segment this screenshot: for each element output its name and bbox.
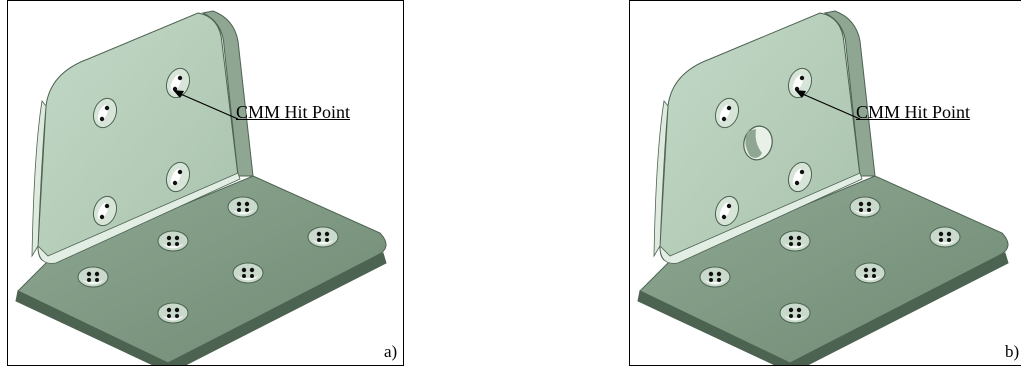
hit-point-dot (316, 231, 322, 237)
hit-point-dot (866, 201, 872, 207)
hit-point-dot (797, 314, 801, 318)
hit-point-dot (167, 314, 171, 318)
hit-point-dot (794, 180, 800, 186)
hit-point-dot (789, 314, 793, 318)
hit-point-dot (325, 238, 329, 242)
figure-panel-a: CMM Hit Point a) (7, 0, 404, 366)
hit-point-dot (174, 235, 180, 241)
hit-point-dot (166, 307, 172, 313)
panel-label: a) (384, 342, 398, 361)
hit-point-dot (250, 274, 254, 278)
hit-point-dot (789, 242, 793, 246)
hit-point-dot (245, 208, 249, 212)
hole-bore (784, 316, 806, 321)
hole-bore (162, 316, 184, 321)
hit-point-dot (167, 242, 171, 246)
hit-point-dot (174, 307, 180, 313)
hit-point-dot (947, 238, 951, 242)
hit-point-dot (249, 267, 255, 273)
bracket-illustration (637, 10, 1009, 365)
hit-point-dot (175, 242, 179, 246)
hole-bore (859, 276, 881, 281)
vertical-plate-left-edge (31, 100, 47, 258)
base-plate (17, 175, 387, 364)
cmm-hit-point-label: CMM Hit Point (236, 102, 351, 122)
hit-point-dot (796, 307, 802, 313)
center-hole-wall (745, 129, 762, 158)
leader-line (175, 91, 239, 120)
hit-point-dot (104, 203, 110, 209)
hole-bore (854, 210, 876, 215)
hit-point-dot (236, 201, 242, 207)
hit-point-dot (99, 214, 105, 220)
hit-point-dot (872, 274, 876, 278)
hit-point-dot (242, 274, 246, 278)
vertical-plate-left-edge (653, 100, 669, 258)
panel-label: b) (1005, 342, 1020, 361)
hit-point-dot (859, 208, 863, 212)
hit-point-dot (797, 242, 801, 246)
hit-point-dot (709, 278, 713, 282)
hit-point-dot (172, 180, 178, 186)
arrowhead (173, 90, 184, 98)
hit-point-dot (726, 105, 732, 111)
hit-point-dot (867, 208, 871, 212)
hit-point-dot (237, 208, 241, 212)
hit-point-dot (717, 278, 721, 282)
hit-point-dot (175, 314, 179, 318)
fillet (659, 172, 863, 264)
hit-point-dot (94, 271, 100, 277)
arrowhead (795, 90, 806, 98)
hit-point-dot (799, 169, 805, 175)
hit-point-dot (796, 235, 802, 241)
hit-point-dot (166, 235, 172, 241)
hit-point-dot (241, 267, 247, 273)
cmm-hit-point-label: CMM Hit Point (856, 102, 971, 122)
hit-point-dot (939, 238, 943, 242)
hit-point-dot (177, 75, 183, 81)
hit-point-dot (95, 278, 99, 282)
hit-point-dot (87, 278, 91, 282)
base-plate (639, 175, 1009, 364)
leader-line (797, 91, 861, 120)
hit-point-dot (86, 271, 92, 277)
figure-panel-b: CMM Hit Point b) (629, 0, 1021, 366)
hole-bore (312, 240, 334, 245)
hit-point-dot (858, 201, 864, 207)
hit-point-dot (716, 271, 722, 277)
hit-point-dot (871, 267, 877, 273)
hit-point-dot (938, 231, 944, 237)
hit-point-dot (864, 274, 868, 278)
bracket-illustration (15, 10, 387, 365)
hit-point-dot (726, 203, 732, 209)
hit-point-dot (99, 116, 105, 122)
hit-point-dot (104, 105, 110, 111)
hit-point-dot (863, 267, 869, 273)
hole-bore (934, 240, 956, 245)
hit-point-dot (317, 238, 321, 242)
hit-point-dot (177, 169, 183, 175)
hit-point-dot (946, 231, 952, 237)
fillet (37, 172, 241, 264)
hit-point-dot (708, 271, 714, 277)
hit-point-dot (244, 201, 250, 207)
hit-point-dot (788, 235, 794, 241)
hit-point-dot (788, 307, 794, 313)
hole-bore (704, 280, 726, 285)
hole-bore (237, 276, 259, 281)
hit-point-dot (799, 75, 805, 81)
hole-bore (784, 244, 806, 249)
hit-point-dot (721, 214, 727, 220)
hole-bore (162, 244, 184, 249)
hole-bore (232, 210, 254, 215)
hit-point-dot (324, 231, 330, 237)
hole-bore (82, 280, 104, 285)
hit-point-dot (721, 116, 727, 122)
